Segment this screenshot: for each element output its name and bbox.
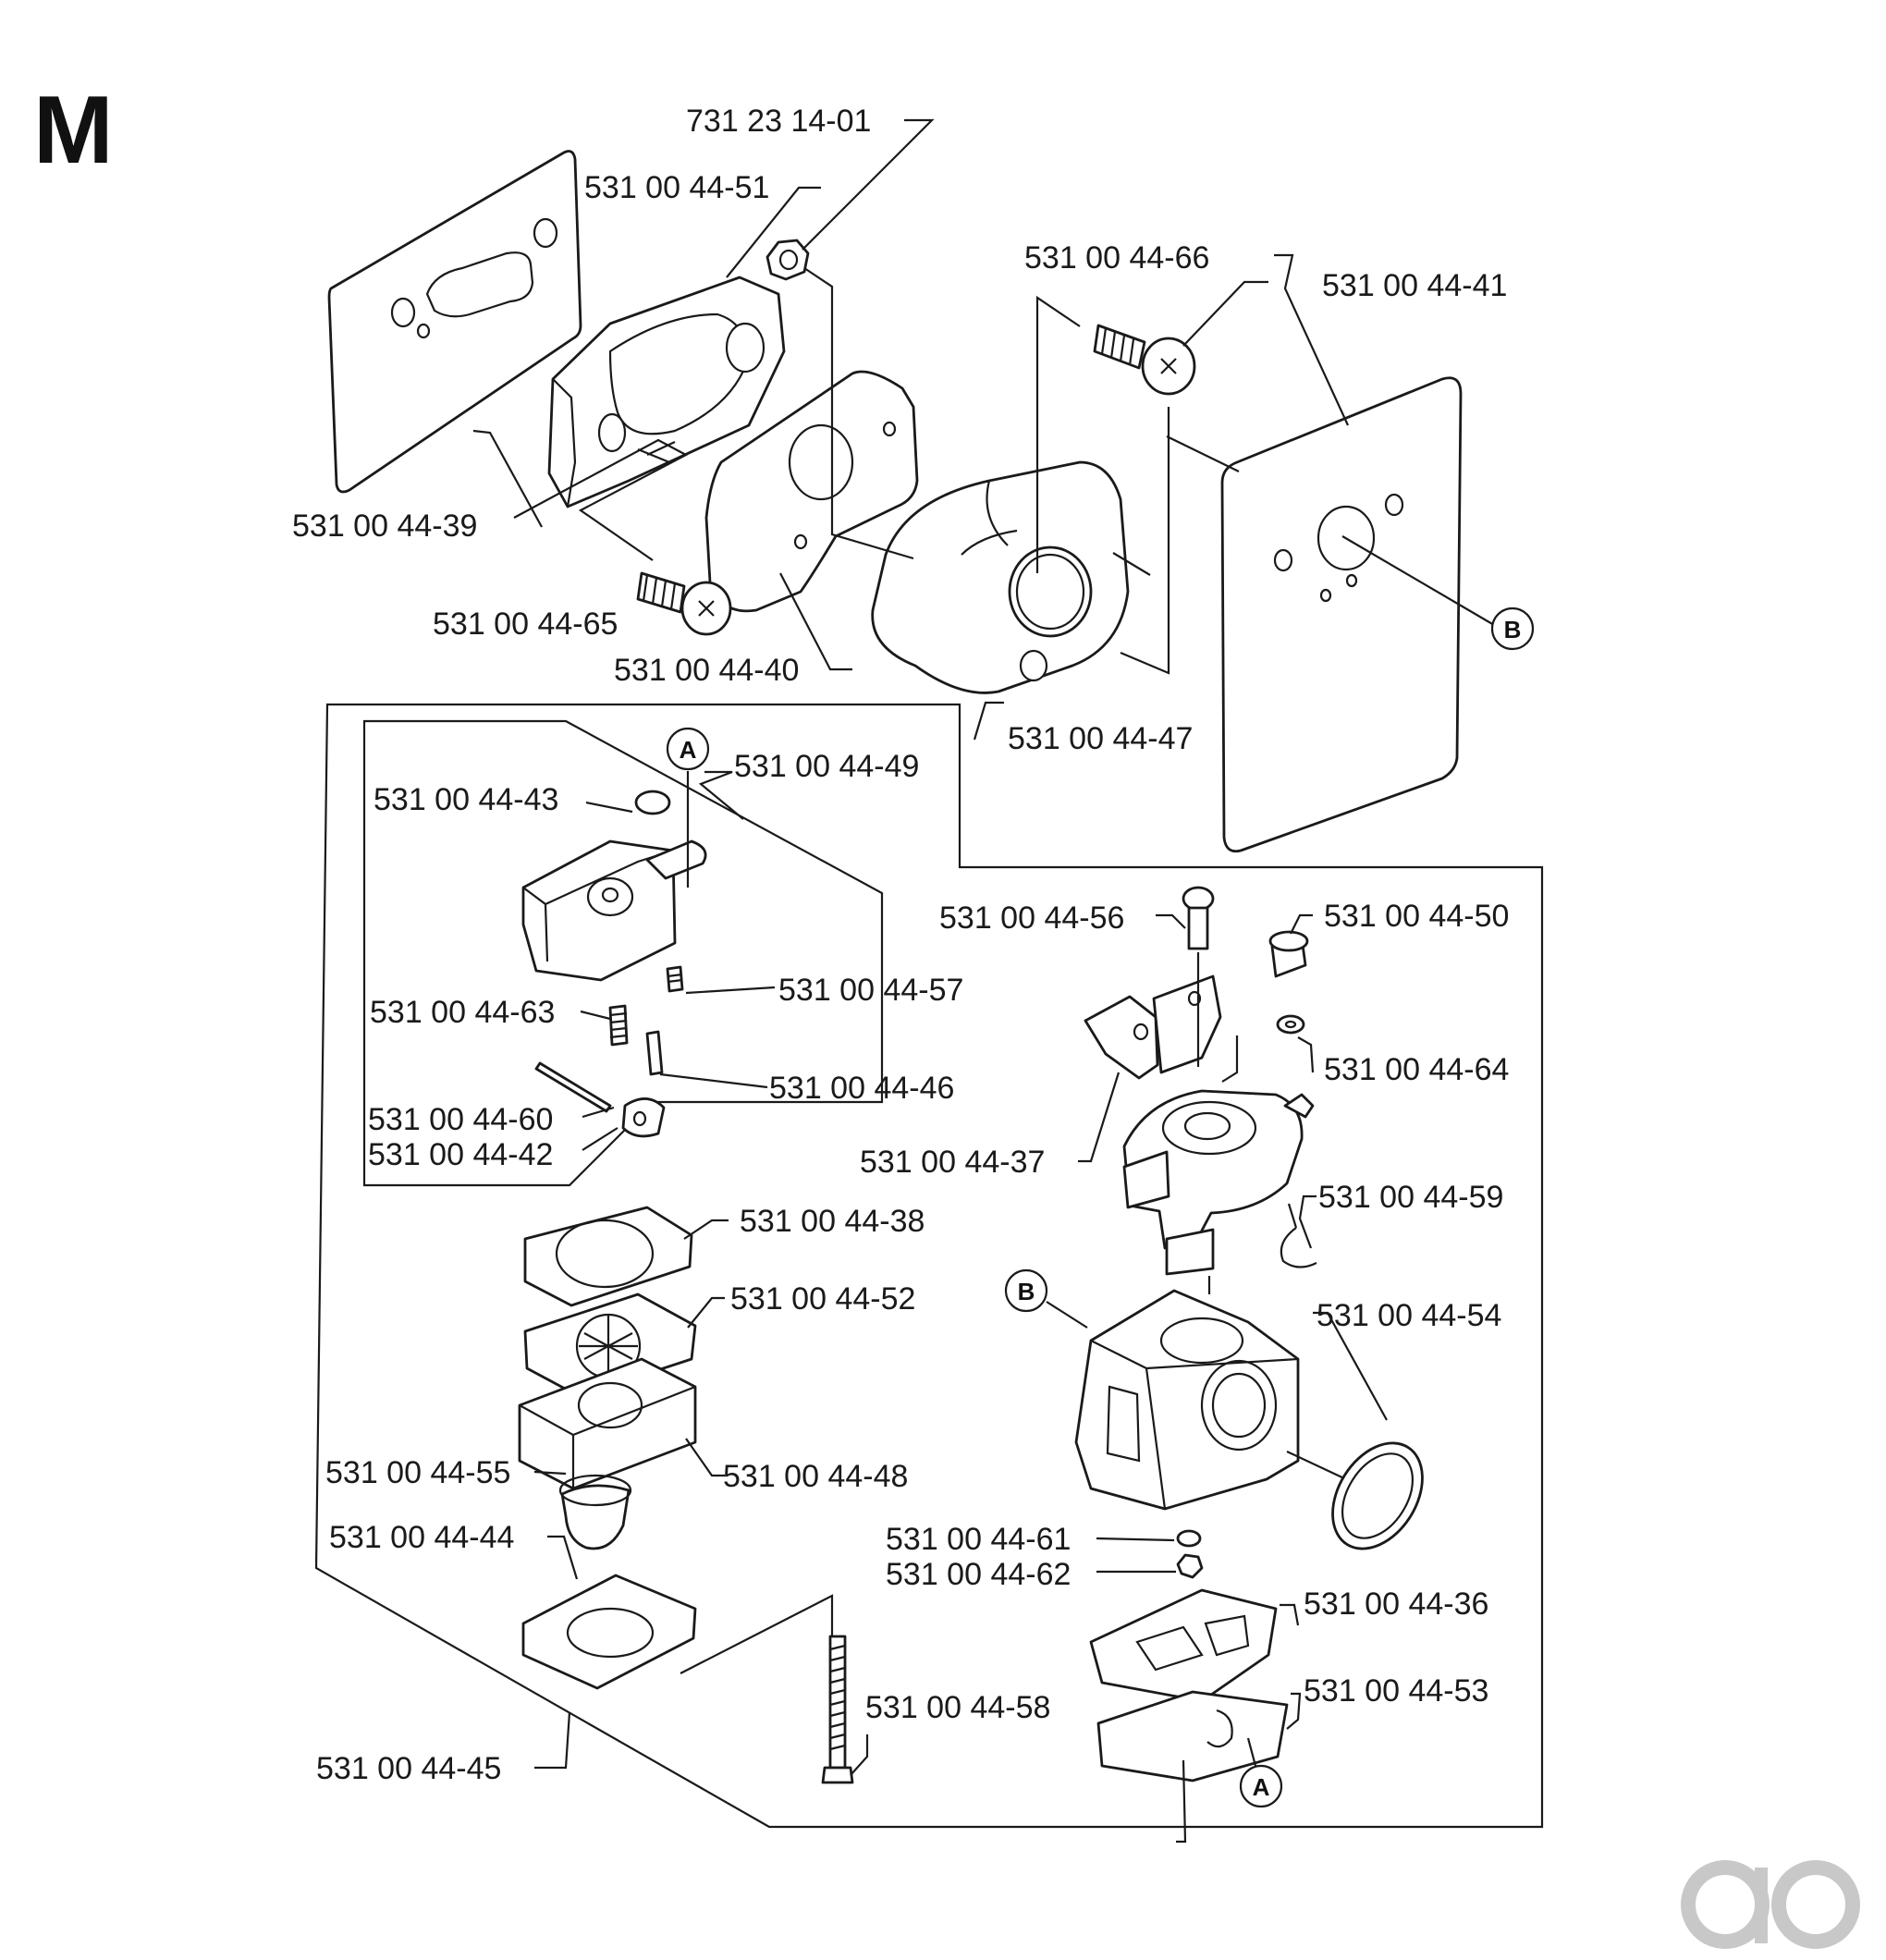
- carburetor-body-54: [1074, 1289, 1388, 1511]
- label-531-00-44-43: 531 00 44-43: [374, 782, 558, 817]
- label-531-00-44-41: 531 00 44-41: [1322, 268, 1507, 303]
- screw-66: [1093, 324, 1196, 396]
- gasket-38: [523, 1206, 729, 1307]
- assembly-outline: [314, 703, 1544, 1829]
- label-531-00-44-44: 531 00 44-44: [329, 1520, 514, 1555]
- label-531-00-44-37: 531 00 44-37: [860, 1145, 1045, 1180]
- insulator-block-51: [547, 276, 786, 508]
- seal-ring: [1331, 1441, 1424, 1550]
- watermark-logo: [1681, 1860, 1860, 1949]
- label-531-00-44-47: 531 00 44-47: [1008, 721, 1193, 756]
- label-531-00-44-56: 531 00 44-56: [939, 900, 1124, 936]
- bottom-leader-lines: [1176, 1759, 1187, 1844]
- screw-65: [636, 571, 732, 636]
- callout-b-top: B: [1490, 606, 1535, 651]
- svg-text:B: B: [1504, 616, 1522, 643]
- label-531-00-44-38: 531 00 44-38: [740, 1204, 925, 1239]
- intake-block-47: [871, 460, 1130, 694]
- svg-text:B: B: [1018, 1278, 1035, 1305]
- label-531-00-44-39: 531 00 44-39: [292, 508, 477, 544]
- pump-body-48: [518, 1357, 725, 1490]
- callout-a-top: A: [666, 727, 710, 771]
- choke-lever-37: [1078, 952, 1222, 1163]
- label-531-00-44-61: 531 00 44-61: [886, 1522, 1071, 1557]
- carb-cover: [521, 770, 744, 982]
- label-531-00-44-58: 531 00 44-58: [865, 1690, 1050, 1725]
- label-531-00-44-40: 531 00 44-40: [614, 653, 799, 688]
- svg-text:A: A: [1253, 1773, 1270, 1801]
- label-531-00-44-64: 531 00 44-64: [1324, 1052, 1509, 1087]
- label-531-00-44-45: 531 00 44-45: [316, 1751, 501, 1786]
- label-531-00-44-51: 531 00 44-51: [584, 170, 769, 205]
- callout-a-bottom: A: [1239, 1737, 1283, 1808]
- label-531-00-44-50: 531 00 44-50: [1324, 899, 1509, 934]
- label-531-00-44-65: 531 00 44-65: [433, 606, 618, 642]
- label-531-00-44-54: 531 00 44-54: [1317, 1298, 1501, 1333]
- idle-screw-50: [1268, 913, 1315, 1073]
- primer-bulb-55: [533, 1470, 632, 1550]
- gasket-53: [1096, 1690, 1302, 1782]
- label-531-00-44-42: 531 00 44-42: [368, 1137, 553, 1172]
- subassembly-outline: [362, 719, 884, 1187]
- throttle-body: [1122, 1035, 1315, 1294]
- screw-56: [1156, 886, 1215, 950]
- label-531-00-44-66: 531 00 44-66: [1024, 240, 1209, 276]
- label-531-00-44-59: 531 00 44-59: [1318, 1180, 1503, 1215]
- label-531-00-44-48: 531 00 44-48: [723, 1459, 908, 1494]
- gasket-40: [704, 370, 919, 613]
- label-531-00-44-57: 531 00 44-57: [778, 973, 963, 1008]
- label-531-00-44-55: 531 00 44-55: [325, 1455, 510, 1490]
- section-letter: M: [33, 77, 114, 184]
- label-531-00-44-52: 531 00 44-52: [730, 1281, 915, 1317]
- svg-text:A: A: [680, 736, 697, 764]
- label-531-00-44-63: 531 00 44-63: [370, 995, 555, 1030]
- gasket-41: [1220, 376, 1463, 853]
- label-531-00-44-53: 531 00 44-53: [1304, 1673, 1488, 1709]
- nut-62: [1096, 1553, 1204, 1579]
- gasket-39: [327, 150, 582, 494]
- primer-cover-44: [521, 1535, 697, 1770]
- label-531-00-44-36: 531 00 44-36: [1304, 1586, 1488, 1622]
- label-531-00-44-60: 531 00 44-60: [368, 1102, 553, 1137]
- clip-59: [1280, 1194, 1317, 1268]
- label-531-00-44-46: 531 00 44-46: [769, 1071, 954, 1106]
- gasket-36: [1089, 1588, 1300, 1703]
- needle-parts: [534, 965, 776, 1151]
- nut-731-23-14-01: [765, 239, 810, 281]
- label-531-00-44-62: 531 00 44-62: [886, 1557, 1071, 1592]
- label-731-23-14-01: 731 23 14-01: [686, 104, 871, 139]
- top-leader-lines: [472, 118, 1495, 741]
- label-531-00-44-49: 531 00 44-49: [734, 749, 919, 784]
- washer-61: [1096, 1529, 1202, 1548]
- callout-b-bottom: B: [1004, 1268, 1088, 1329]
- screw-58: [680, 1594, 869, 1784]
